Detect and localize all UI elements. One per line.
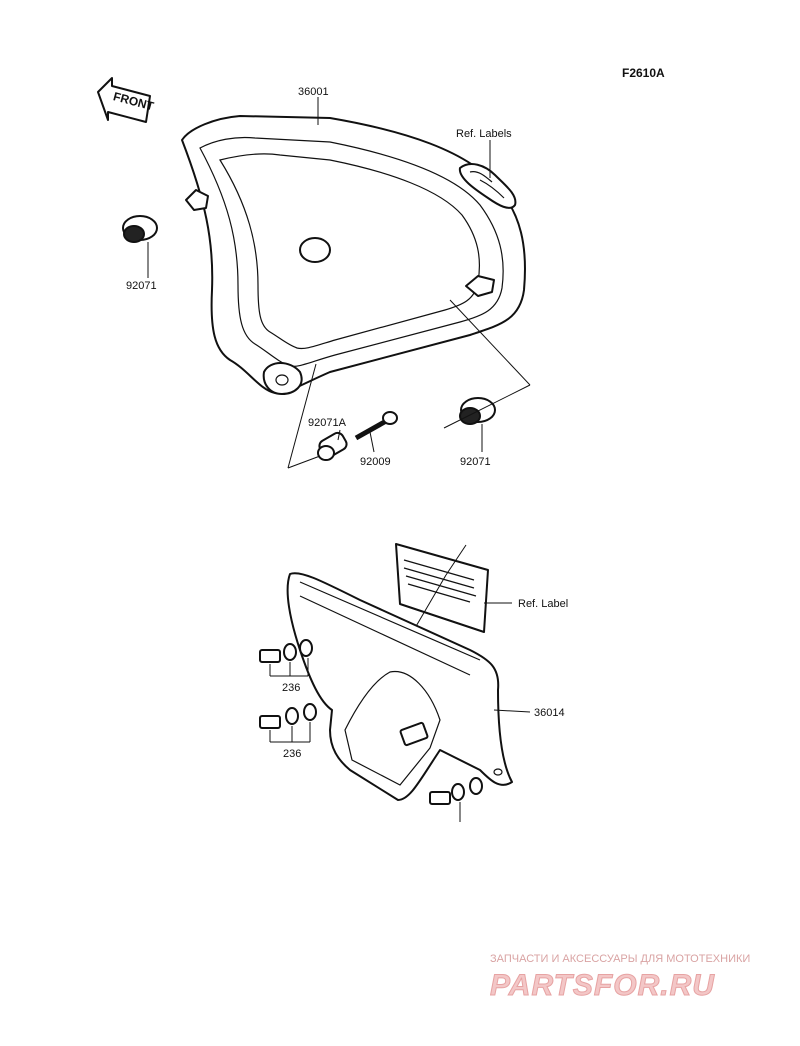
label-92071a: 92071A [308,417,347,429]
label-92009: 92009 [360,456,391,468]
label-92071-left: 92071 [126,280,157,292]
diagram-code: F2610A [622,66,665,80]
bolt-92009 [354,411,398,441]
label-ref-labels: Ref. Labels [456,128,512,140]
bolt-washer-set-a [259,639,313,663]
label-36014: 36014 [534,707,565,719]
watermark-logo: PARTSFOR.RU [490,969,715,1002]
collar-92071a [317,431,348,461]
label-236-b: 236 [283,748,301,760]
side-cover-36001 [181,115,526,395]
watermark-tagline: ЗАПЧАСТИ И АКСЕССУАРЫ ДЛЯ МОТОТЕХНИКИ [490,953,750,965]
cover-36014 [286,572,513,801]
label-ref-label: Ref. Label [518,598,568,610]
ref-label-decal [395,543,489,633]
ref-labels-decal [458,163,517,209]
grommet-92071-left [122,215,158,243]
label-236-a: 236 [282,682,300,694]
label-92071-right: 92071 [460,456,491,468]
bolt-washer-set-c [429,777,483,805]
front-arrow-icon: FRONT [97,77,156,123]
bolt-washer-set-b [259,703,317,729]
label-36001: 36001 [298,86,329,98]
